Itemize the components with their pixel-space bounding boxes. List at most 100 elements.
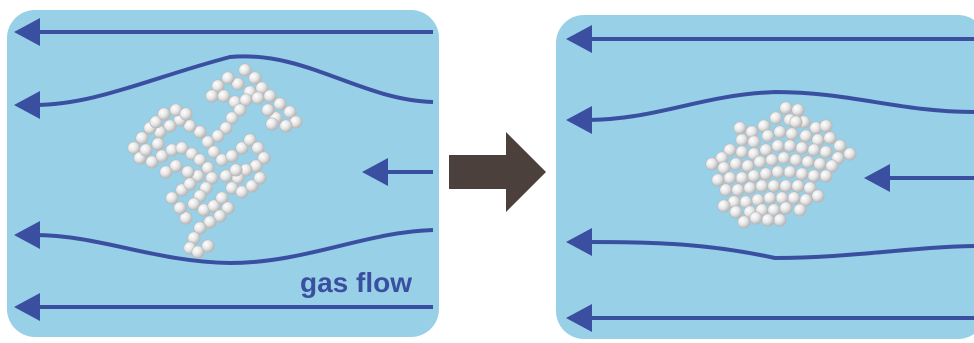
particle <box>245 179 259 193</box>
particle <box>737 215 751 229</box>
particle <box>843 147 857 161</box>
particle <box>723 143 737 157</box>
particle <box>833 139 847 153</box>
streamline-4-arrowhead <box>14 221 40 249</box>
particle <box>741 159 755 173</box>
right-aggregate-compact <box>705 101 857 229</box>
particle <box>801 155 815 169</box>
particle <box>743 181 757 195</box>
particle <box>235 185 249 199</box>
particle <box>273 97 287 111</box>
particle <box>257 151 271 165</box>
particle <box>155 149 169 163</box>
particle <box>735 171 749 185</box>
particle <box>811 189 825 203</box>
particle <box>217 89 231 103</box>
particle <box>733 121 747 135</box>
particle <box>765 153 779 167</box>
streamline-5-arrowhead <box>14 293 40 321</box>
particle <box>211 129 225 143</box>
particle <box>711 173 725 187</box>
particle <box>791 103 805 117</box>
particle <box>747 135 761 149</box>
particle <box>251 141 265 155</box>
particle <box>157 107 171 121</box>
particle <box>771 165 785 179</box>
streamline-4 <box>587 240 974 261</box>
particle <box>705 157 719 171</box>
particle <box>179 211 193 225</box>
particle <box>253 171 267 185</box>
particle <box>187 197 201 211</box>
particle <box>799 129 813 143</box>
particle <box>767 179 781 193</box>
particle <box>151 137 165 151</box>
left-streamlines <box>14 18 434 321</box>
particle <box>729 157 743 171</box>
particle <box>819 169 833 183</box>
particle <box>207 145 221 159</box>
particle <box>207 199 221 213</box>
streamline-2-arrowhead <box>566 106 592 134</box>
particle <box>183 119 197 133</box>
particle <box>235 141 249 155</box>
streamline-5-arrowhead <box>566 304 592 332</box>
particle <box>248 71 262 85</box>
particle <box>749 211 763 225</box>
particle <box>233 103 247 117</box>
particle <box>279 119 293 133</box>
particle <box>735 133 749 147</box>
particle <box>221 201 235 215</box>
particle <box>773 125 787 139</box>
right-panel <box>556 15 974 339</box>
particle <box>819 119 833 133</box>
particle <box>201 135 215 149</box>
particle <box>787 191 801 205</box>
particle <box>169 159 183 173</box>
streamline-1-arrowhead <box>566 25 592 53</box>
particle <box>283 105 297 119</box>
particle <box>251 91 265 105</box>
particle <box>807 143 821 157</box>
particle <box>181 165 195 179</box>
particle <box>213 209 227 223</box>
streamline-3-arrowhead <box>362 158 388 186</box>
particle <box>789 115 803 129</box>
particle <box>231 77 245 91</box>
particle <box>211 79 225 93</box>
particle <box>791 179 805 193</box>
streamline-4 <box>33 228 434 266</box>
particle <box>723 171 737 185</box>
particle <box>779 101 793 115</box>
particle <box>201 239 215 253</box>
particle <box>729 205 743 219</box>
streamline-3-arrowhead <box>864 164 890 192</box>
particle <box>205 89 219 103</box>
particle <box>795 167 809 181</box>
particle <box>175 141 189 155</box>
particle <box>139 143 153 157</box>
particle <box>819 145 833 159</box>
gas-flow-label: gas flow <box>300 267 412 298</box>
particle <box>159 165 173 179</box>
particle <box>203 215 217 229</box>
particle <box>783 165 797 179</box>
particle <box>807 169 821 183</box>
particle <box>773 213 787 227</box>
particle <box>165 191 179 205</box>
particle <box>265 117 279 131</box>
particle <box>219 169 233 183</box>
particle <box>719 183 733 197</box>
particle <box>755 179 769 193</box>
particle <box>777 151 791 165</box>
particle <box>779 201 793 215</box>
particle <box>803 181 817 195</box>
particle <box>263 89 277 103</box>
particle <box>173 201 187 215</box>
particle <box>225 111 239 125</box>
particle <box>761 129 775 143</box>
streamline-2 <box>33 54 434 107</box>
particle <box>785 127 799 141</box>
particle <box>149 115 163 129</box>
